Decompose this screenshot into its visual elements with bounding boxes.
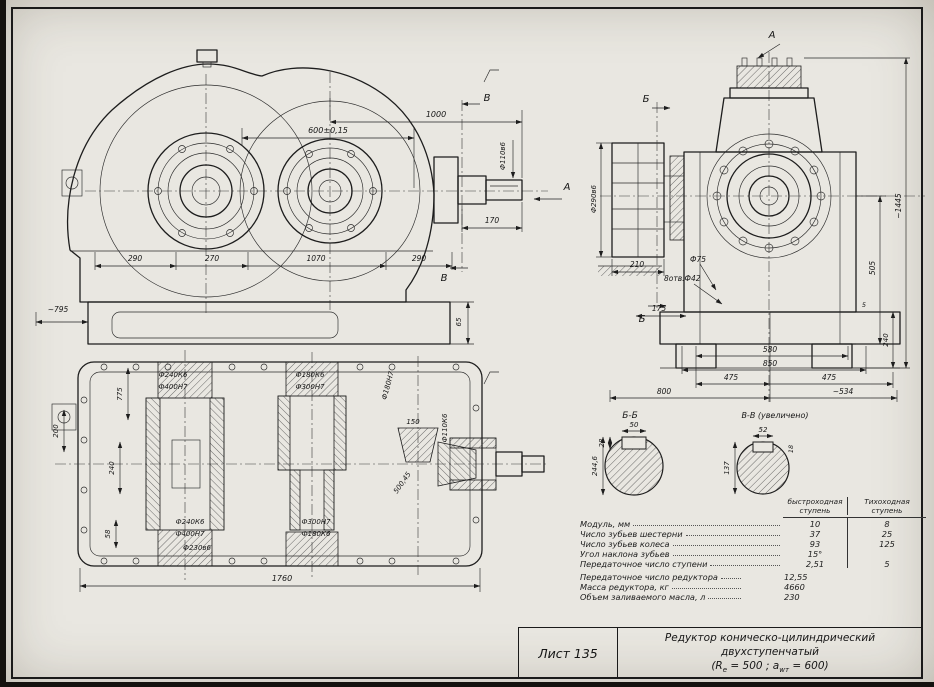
dim-795: ~795 [48,305,69,314]
dim-65: 65 [455,317,463,326]
dim-290-right: 290 [412,254,427,263]
dim-bb-244: 244,6 [591,455,599,476]
section-label-b-top: Б [643,94,650,105]
dim-vv-137: 137 [723,461,731,475]
front-left-bearing-cover [99,84,313,298]
dim-plan-tl-1: Ф240К6 [159,371,188,379]
dim-170: 170 [485,216,500,225]
scan-edge-bottom [0,682,934,687]
sheet-frame [11,7,923,679]
plan-view: Ф240К6 Ф400Н7 Ф180К6 Ф300Н7 Ф180Н7 775 2… [51,350,548,592]
view-label-a: А [563,182,571,193]
dim-plan-bm-1: Ф300Н7 [301,518,331,526]
dim-1445: ~1445 [894,193,903,219]
dim-plan-bm-2: Ф180К6 [302,530,331,538]
side-view-label-a: А [768,30,776,41]
section-label-b-bottom: Б [639,314,646,325]
dim-475-right: 475 [822,373,837,382]
side-view: А [590,30,925,402]
spec-row-helix-angle: Угол наклона зубьев 15° [580,548,926,558]
dim-plan-shaft-dia: Ф110К6 [441,413,449,442]
dim-vv-52: 52 [759,426,768,434]
roughness-mark-top [483,69,499,83]
dim-800: 800 [657,387,672,396]
dim-1000: 1000 [426,110,446,119]
dim-holes-42: 8отв.Ф42 [664,274,701,283]
side-coupling [611,142,665,258]
front-view: В В А 600±0,15 1000 Ф110в6 170 290 270 1… [35,49,571,345]
dim-75: Ф75 [690,255,706,264]
sheet-number: Лист 135 [519,628,618,678]
spec-row-mass: Масса редуктора, кг 4660 [580,582,805,593]
front-output-shaft [433,156,523,224]
dim-1070: 1070 [306,254,325,263]
section-label-v-bottom: В [441,273,448,284]
section-label-v-top: В [484,93,491,104]
scan-edge-left [0,0,6,687]
section-bb-title: Б-Б [622,411,638,421]
drawing-title-line2: двухступенчатый [720,646,820,659]
dim-bb-28: 28 [598,438,606,447]
plan-output-gear [145,361,225,567]
dim-210: 210 [630,260,645,269]
drawing-title-line1: Редуктор коническо-цилиндрический [664,632,876,644]
dim-plan-tr: Ф180Н7 [380,370,395,401]
dim-150: 150 [406,418,420,426]
roughness-mark-bottom [483,371,499,385]
dim-plan-tm-2: Ф300Н7 [295,383,325,391]
dim-240: 240 [108,461,116,475]
dim-240-side: 240 [882,333,890,347]
dim-775: 775 [116,387,124,401]
dim-plan-bl-3: Ф230в6 [183,544,212,552]
drawing-title-formula: (Re = 500 ; awт = 600) [711,660,829,675]
dim-175: 175 [652,304,667,313]
section-vv-title: В-В (увеличено) [741,411,808,420]
dim-58: 58 [104,529,112,538]
dim-vv-18: 18 [787,445,795,453]
dim-534: ~534 [833,387,854,396]
dim-cone-angle: 500,45 [392,470,413,495]
dim-shaft-diameter: Ф110в6 [499,141,507,170]
spec-row-total-ratio: Передаточное число редуктора 12,55 [580,572,808,583]
spec-row-oil-volume: Объем заливаемого масла, л 230 [580,592,800,603]
plan-bevel-pair [397,427,545,491]
dim-1760: 1760 [272,574,292,583]
dim-475-left: 475 [724,373,739,382]
plan-intermediate-gear [277,361,347,567]
drawing-title: Редуктор коническо-цилиндрический двухст… [618,628,922,678]
title-block: Лист 135 Редуктор коническо-цилиндрическ… [518,627,922,678]
dim-bb-50: 50 [630,421,639,429]
dim-290-left: 290 [128,254,143,263]
dim-plan-tl-2: Ф400Н7 [158,383,188,391]
dim-505: 505 [868,261,877,276]
dim-plan-bl-2: Ф400Н7 [175,530,205,538]
dim-580: 580 [763,345,778,354]
dim-plan-bl-1: Ф240К6 [176,518,205,526]
dim-plan-tm-1: Ф180К6 [296,371,325,379]
dim-5: 5 [862,301,866,309]
section-bb: Б-Б 50 28 244,6 [591,411,664,496]
side-bearing-boss [706,133,832,259]
dim-850: 850 [763,359,778,368]
section-vv: В-В (увеличено) 52 18 137 [723,411,809,495]
dim-270: 270 [205,254,220,263]
dim-coupling-diameter: Ф290в6 [590,184,598,213]
dim-200: 200 [52,424,60,438]
dim-600: 600±0,15 [308,126,348,135]
